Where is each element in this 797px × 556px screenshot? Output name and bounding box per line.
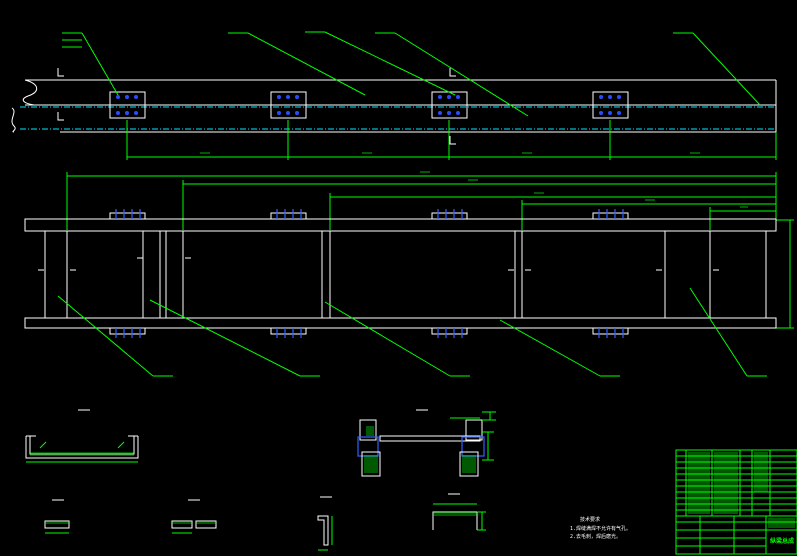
section-3-3 — [317, 496, 333, 551]
front-view — [24, 171, 794, 377]
break-line-lower — [11, 107, 16, 133]
section-4-4 — [432, 493, 486, 531]
title-block: 纵梁总成 — [675, 449, 797, 555]
section-marker — [57, 68, 64, 77]
stiffeners — [66, 231, 711, 318]
bolt-groups-bottom — [109, 327, 629, 338]
top-flange — [24, 218, 777, 232]
section-marker — [57, 112, 64, 121]
dimension-chain — [126, 120, 777, 160]
technical-notes-title: 技术要求 — [580, 516, 600, 523]
technical-notes: 技术要求 1.焊缝满焊不允许有气孔。 2.去毛刺，焊后磨光。 — [570, 516, 631, 540]
leader-lines-bottom — [57, 287, 767, 377]
break-line — [22, 79, 38, 106]
section-a-a — [44, 499, 70, 534]
bolt-plate — [109, 91, 146, 119]
bolt-plate — [592, 91, 629, 119]
section-marker — [449, 136, 456, 145]
section-marker — [449, 68, 456, 77]
drawing-name: 纵梁总成 — [770, 537, 794, 545]
leader-lines-top — [62, 31, 761, 117]
section-1-1 — [25, 409, 139, 463]
top-view — [11, 31, 777, 160]
section-b-b — [171, 499, 217, 534]
technical-note-line: 2.去毛刺，焊后磨光。 — [570, 533, 621, 540]
bolt-groups-top — [109, 209, 629, 220]
parts-list — [676, 450, 797, 517]
technical-note-line: 1.焊缝满焊不允许有气孔。 — [570, 525, 631, 532]
bottom-flange — [24, 317, 777, 329]
section-2-2 — [357, 409, 496, 477]
overall-dimensions — [66, 171, 794, 329]
bolt-plate — [270, 91, 307, 119]
